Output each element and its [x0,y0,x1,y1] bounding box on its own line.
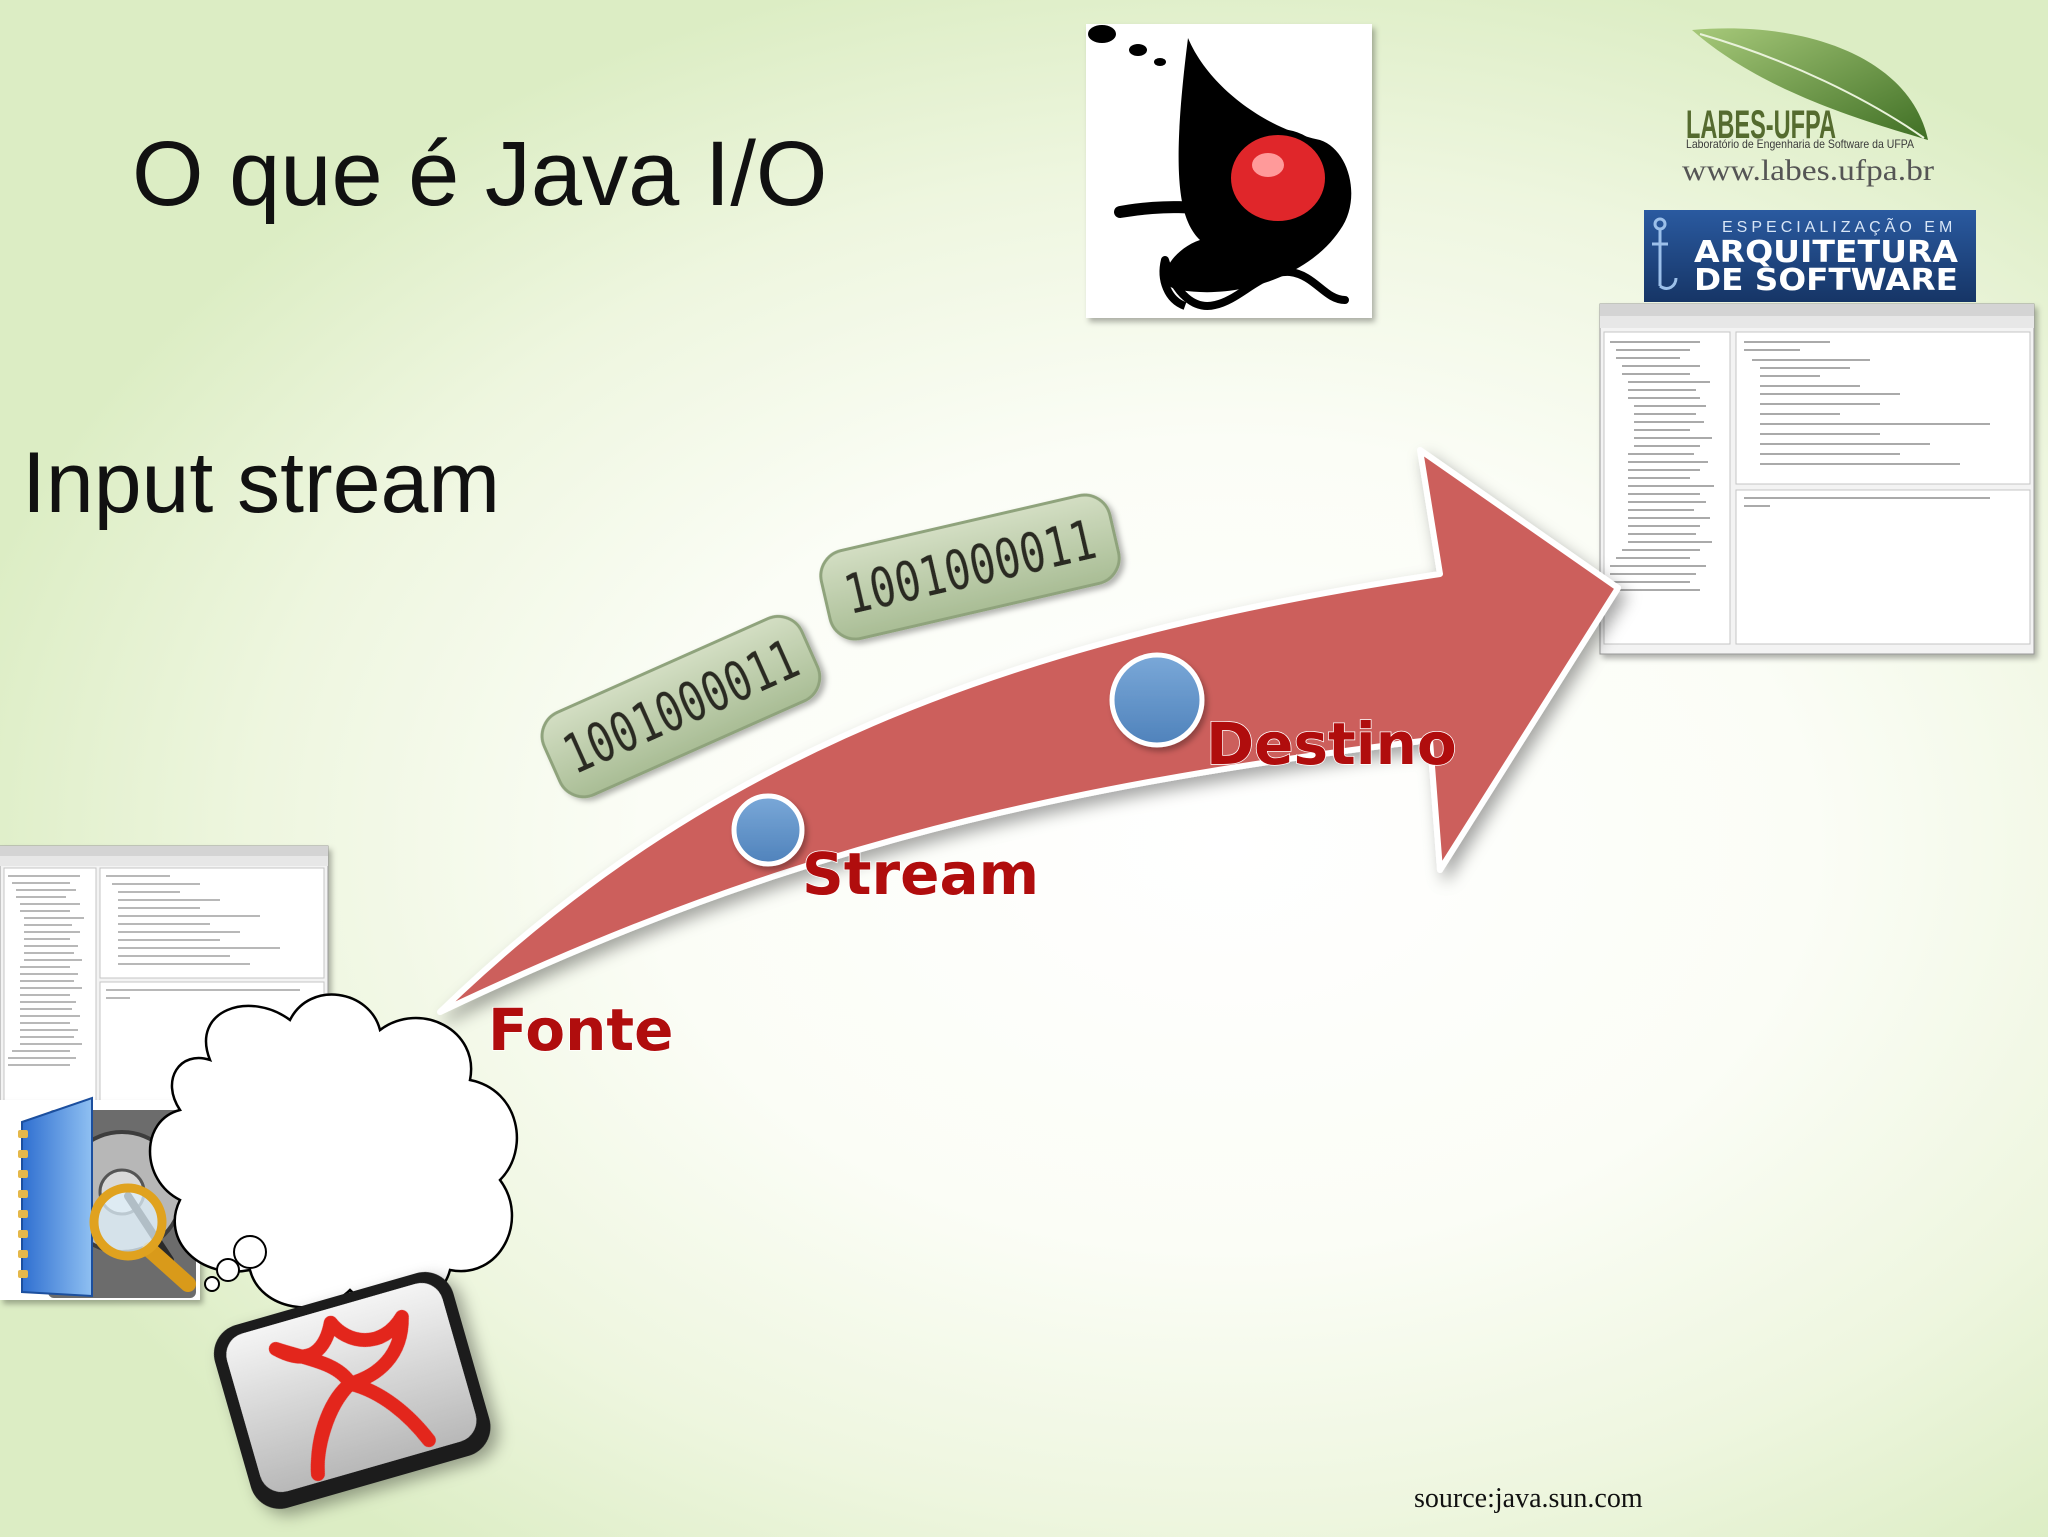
destination-node [1109,652,1205,748]
specialization-banner: ESPECIALIZAÇÃO EM ARQUITETURA DE SOFTWAR… [1644,210,1976,302]
folder-icon [18,1096,93,1298]
thought-cloud-shape [148,993,519,1309]
banner-line2: DE SOFTWARE [1694,263,1958,298]
label-destination: Destino [1206,710,1457,778]
labes-ufpa-logo: LABES-UFPA Laboratório de Engenharia de … [1682,28,1934,187]
banner-line1: ARQUITETURA [1694,235,1959,270]
source-credit: source:java.sun.com [1414,1483,1643,1514]
eclipse-ide-screenshot-destination [1599,303,2035,655]
label-stream: Stream [802,840,1039,908]
banner-top: ESPECIALIZAÇÃO EM [1722,216,1956,236]
adobe-acrobat-icon [213,1272,491,1509]
labes-url: www.labes.ufpa.br [1682,154,1934,187]
labes-tagline: Laboratório de Engenharia de Software da… [1686,137,1914,151]
slide-title: O que é Java I/O [132,123,827,225]
slide-subtitle: Input stream [22,435,500,531]
label-source: Fonte [488,996,673,1064]
stream-node [731,793,805,867]
bits-packet-2: 1001000011 [819,493,1121,641]
flow-arrow [437,447,1621,1015]
magnifier-icon [89,1183,196,1292]
java-duke-icon [1086,24,1372,318]
labes-name: LABES-UFPA [1686,103,1836,147]
